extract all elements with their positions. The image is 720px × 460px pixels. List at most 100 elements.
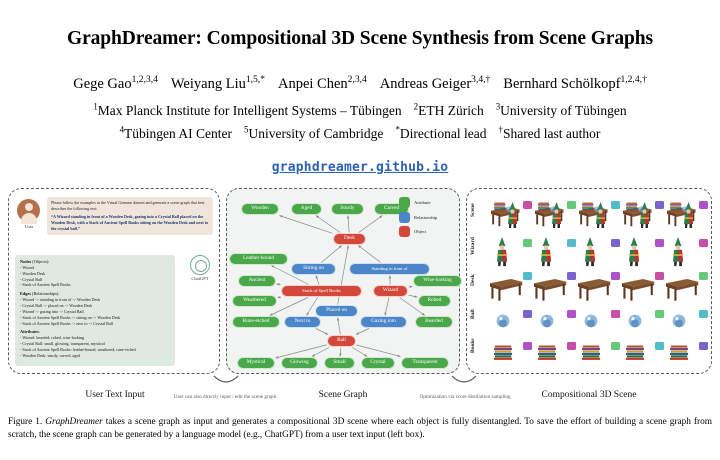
render-books-1	[538, 345, 557, 360]
render-wizard-thumb-0	[523, 239, 532, 247]
render-scene-thumb-3	[655, 201, 664, 209]
author-name: Anpei Chen2,3,4	[277, 74, 367, 92]
graph-node-label: Carved	[383, 205, 400, 212]
affiliation-name: ETH Zürich	[418, 103, 484, 118]
response-section-heading: Nodes (Objects):	[20, 259, 50, 264]
stage-caption: Compositional 3D Scene	[541, 390, 637, 400]
legend-swatch	[399, 197, 410, 208]
graph-edge	[355, 328, 370, 335]
graph-node-ball[interactable]: Ball	[327, 335, 356, 347]
graph-node-next_to[interactable]: Next to	[284, 316, 321, 328]
author-name: Andreas Geiger3,4,†	[379, 74, 491, 92]
response-list-item: - Stack of Ancient Spell Books -> sittin…	[20, 314, 121, 320]
graph-node-transparent[interactable]: Transparent	[401, 357, 449, 369]
response-list-item: - Stack of Ancient Spell Books -> next t…	[20, 320, 113, 326]
graph-node-placed_on[interactable]: Placed on	[315, 305, 358, 317]
scene-row-label-ball: Ball	[470, 309, 476, 319]
render-scene-wizard-0	[508, 202, 517, 228]
render-scene-books-1	[538, 202, 550, 212]
render-scene-ball-2	[594, 206, 600, 212]
page-title: GraphDreamer: Compositional 3D Scene Syn…	[67, 28, 653, 49]
render-wizard-4	[673, 237, 684, 267]
graph-node-bearded[interactable]: Bearded	[415, 316, 453, 328]
scene-graph-edges	[269, 215, 426, 359]
graph-node-sturdy[interactable]: Sturdy	[331, 203, 364, 215]
legend-item: Object	[399, 226, 455, 237]
affiliation-name: Shared last author	[502, 126, 601, 141]
figure-caption-emphasis: GraphDreamer	[45, 417, 103, 427]
graph-node-label: Sturdy	[340, 205, 355, 212]
author-affiliation-marker: 2,3,4	[347, 74, 367, 86]
render-wizard-thumb-2	[611, 239, 620, 247]
graph-node-mystical[interactable]: Mystical	[237, 357, 275, 369]
render-desk-1	[534, 279, 567, 301]
render-desk-2	[578, 279, 611, 301]
graph-node-robed[interactable]: Robed	[418, 295, 451, 307]
graph-edge	[357, 245, 382, 263]
graph-node-label: Stack of Spell Books	[302, 287, 341, 293]
graph-node-standing[interactable]: Standing in front of	[349, 263, 430, 275]
graph-node-label: Ball	[337, 337, 346, 344]
graph-node-label: Wizard	[382, 287, 399, 294]
graph-node-crystal[interactable]: Crystal	[361, 357, 395, 369]
response-section-heading: Edges (Relationships):	[20, 291, 60, 297]
render-ball-thumb-2	[611, 310, 620, 318]
graph-node-label: Bearded	[425, 318, 443, 325]
response-list-item: - Wooden Desk: sturdy, carved, aged	[20, 352, 81, 358]
graph-edge	[269, 297, 308, 316]
graph-node-sitting_on[interactable]: Sitting on	[291, 263, 336, 275]
scene-row-label-books: Books	[470, 338, 476, 354]
graph-node-gazing[interactable]: Gazing into	[360, 316, 407, 328]
graph-node-label: Desk	[344, 235, 355, 242]
graph-node-label: Glowing	[290, 359, 309, 366]
render-books-thumb-4	[699, 342, 708, 350]
render-ball-3	[628, 314, 642, 328]
render-desk-0	[490, 279, 523, 301]
graph-node-wise[interactable]: Wise-looking	[413, 275, 462, 287]
graph-node-glowing[interactable]: Glowing	[281, 357, 318, 369]
graph-edge	[306, 297, 318, 316]
render-scene-books-2	[582, 202, 594, 212]
legend-item: Attribute	[399, 197, 455, 208]
response-list-item: - Crystal Ball	[20, 276, 43, 282]
response-section-list: - Wizard -> standing in front of -> Wood…	[20, 297, 170, 326]
render-books-3	[626, 345, 645, 360]
legend-swatch	[399, 226, 410, 237]
graph-edge	[346, 215, 350, 233]
graph-node-wooden[interactable]: Wooden	[241, 203, 279, 215]
graph-node-ancient[interactable]: Ancient	[238, 275, 276, 287]
graph-node-label: Robed	[427, 297, 442, 304]
graph-node-label: Small	[333, 359, 346, 366]
render-books-thumb-1	[567, 342, 576, 350]
panel-user-text-input: User Please follow the examples in the V…	[8, 188, 220, 374]
legend-swatch	[399, 211, 410, 223]
legend-label: Attribute	[414, 200, 431, 205]
response-list-item: - Crystal Ball: small, glowing, transpar…	[20, 341, 105, 347]
graph-node-weathered[interactable]: Weathered	[232, 295, 277, 307]
render-scene-thumb-2	[611, 201, 620, 209]
graph-node-small[interactable]: Small	[324, 357, 355, 369]
graph-node-books[interactable]: Stack of Spell Books	[281, 285, 362, 297]
affiliation-line-1: 1Max Planck Institute for Intelligent Sy…	[0, 101, 720, 119]
project-url-link[interactable]: graphdreamer.github.io	[271, 160, 449, 175]
affiliation-name: Tübingen AI Center	[124, 126, 232, 141]
graph-edge	[358, 215, 383, 233]
render-ball-0	[496, 314, 510, 328]
graph-node-desk[interactable]: Desk	[333, 233, 366, 245]
graph-node-wizard[interactable]: Wizard	[373, 285, 408, 297]
figure-caption-number: Figure 1.	[8, 417, 43, 427]
graph-node-rune[interactable]: Rune-etched	[232, 316, 280, 328]
graph-node-leather[interactable]: Leather-bound	[229, 253, 288, 265]
graph-edge	[277, 295, 281, 299]
affiliation-name: University of Tübingen	[500, 103, 627, 118]
render-books-4	[670, 345, 689, 360]
author-name: Weiyang Liu1,5,*	[170, 74, 265, 92]
render-books-2	[582, 345, 601, 360]
affiliation-marker: 3	[495, 101, 501, 112]
graph-node-label: Wooden	[251, 205, 269, 212]
graph-node-aged[interactable]: Aged	[291, 203, 322, 215]
scene-row-label-wizard: Wizard	[470, 237, 476, 255]
render-ball-thumb-3	[655, 310, 664, 318]
